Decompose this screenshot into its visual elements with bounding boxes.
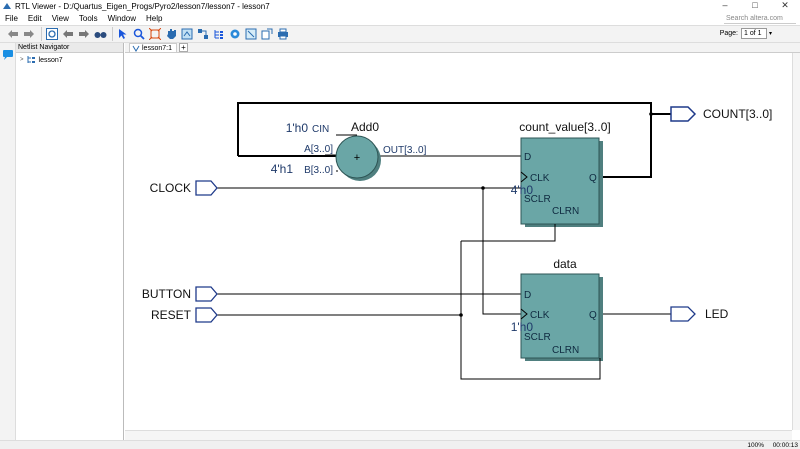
input-port-clock[interactable]: CLOCK [150, 180, 218, 196]
find-icon[interactable] [93, 27, 107, 41]
output-port-count[interactable]: COUNT[3..0] [670, 106, 772, 122]
register-count-q: Q [589, 173, 597, 184]
adder-cin-const: 1'h0 [286, 121, 309, 135]
horizontal-scrollbar[interactable] [125, 430, 792, 440]
minimize-button[interactable]: – [722, 0, 728, 10]
hand-pan-icon[interactable] [164, 27, 178, 41]
schematic-tab-icon [132, 45, 140, 52]
adder-name: Add0 [351, 120, 379, 134]
settings-icon[interactable] [228, 27, 242, 41]
page-select[interactable]: 1 of 1 [740, 28, 767, 39]
filter-icon[interactable] [244, 27, 258, 41]
menu-bar: File Edit View Tools Window Help Search … [0, 12, 800, 25]
register-count-clrn: CLRN [552, 206, 579, 217]
input-port-button[interactable]: BUTTON [142, 286, 218, 302]
status-time: 00:00:13 [772, 442, 798, 449]
register-data-sclr: SCLR [524, 332, 551, 343]
hierarchy-node-icon [27, 56, 35, 63]
back-history-icon[interactable] [6, 27, 20, 41]
adder-cin-port: CIN [312, 124, 329, 135]
add-tab-button[interactable]: + [178, 43, 188, 52]
vertical-scrollbar[interactable] [792, 53, 800, 430]
register-count-sclr: SCLR [524, 194, 551, 205]
print-icon[interactable] [276, 27, 290, 41]
adder-add0[interactable]: + Add0 1'h0 CIN A[3..0] 4'h1 B[3..0] OUT… [271, 120, 427, 181]
forward-icon[interactable] [77, 27, 91, 41]
status-zoom: 100% [747, 442, 764, 449]
adder-a-port: A[3..0] [304, 144, 333, 155]
zoom-icon[interactable] [132, 27, 146, 41]
input-label-reset: RESET [151, 308, 192, 322]
navigator-header: Netlist Navigator [16, 43, 123, 53]
tab-bar: lesson7:1 + [125, 43, 800, 53]
export-icon[interactable] [260, 27, 274, 41]
adder-b-const: 4'h1 [271, 162, 294, 176]
select-pointer-icon[interactable] [116, 27, 130, 41]
page-label: Page: [719, 30, 738, 37]
input-port-reset[interactable]: RESET [151, 307, 218, 323]
back-icon[interactable] [61, 27, 75, 41]
register-data-q: Q [589, 310, 597, 321]
chevron-right-icon[interactable]: > [20, 57, 24, 63]
tree-item-lesson7[interactable]: > lesson7 [16, 53, 123, 64]
register-data-clk: CLK [530, 310, 550, 321]
menu-window[interactable]: Window [107, 14, 137, 23]
register-count-d: D [524, 152, 531, 163]
adder-out-port: OUT[3..0] [383, 145, 427, 156]
chevron-down-icon[interactable]: ▾ [768, 31, 772, 37]
search-input[interactable]: Search altera.com [724, 13, 796, 24]
window-title: RTL Viewer - D:/Quartus_Eigen_Progs/Pyro… [15, 1, 270, 11]
title-bar: RTL Viewer - D:/Quartus_Eigen_Progs/Pyro… [0, 0, 800, 12]
toolbar: Page: 1 of 1 ▾ [0, 25, 800, 43]
register-count-sclr-const: 4'h0 [511, 183, 534, 197]
menu-help[interactable]: Help [146, 14, 163, 23]
register-data-clrn: CLRN [552, 345, 579, 356]
hierarchy-up-icon[interactable] [180, 27, 194, 41]
output-label-led: LED [705, 307, 729, 321]
input-label-clock: CLOCK [150, 181, 191, 195]
menu-edit[interactable]: Edit [27, 14, 42, 23]
tab-label: lesson7:1 [142, 45, 172, 52]
input-label-button: BUTTON [142, 287, 191, 301]
register-count-clk: CLK [530, 173, 550, 184]
output-label-count: COUNT[3..0] [703, 107, 772, 121]
menu-view[interactable]: View [51, 14, 69, 23]
adder-plus-symbol: + [354, 152, 360, 164]
adder-b-port: B[3..0] [304, 165, 333, 176]
schematic-svg: CLOCK BUTTON RESET COUNT[3..0] LED + Add… [142, 102, 772, 380]
chat-bubble-icon[interactable] [2, 49, 14, 61]
page-value: 1 of 1 [743, 30, 762, 37]
output-port-led[interactable]: LED [670, 306, 729, 322]
page-control: Page: 1 of 1 ▾ [720, 28, 772, 39]
hierarchy-list-icon[interactable] [212, 27, 226, 41]
register-count-value[interactable]: count_value[3..0] D CLK Q SCLR CLRN 4'h0 [511, 120, 611, 227]
netlist-icon[interactable] [196, 27, 210, 41]
tree-item-label: lesson7 [38, 56, 63, 64]
netlist-navigator-panel: Netlist Navigator > lesson7 [16, 43, 124, 440]
register-data-d: D [524, 290, 531, 301]
register-data[interactable]: data D CLK Q SCLR CLRN 1'h0 [511, 257, 603, 361]
menu-file[interactable]: File [5, 14, 18, 23]
rtl-viewer-icon [3, 3, 11, 9]
tab-lesson7-1[interactable]: lesson7:1 [129, 43, 177, 52]
schematic-canvas[interactable]: CLOCK BUTTON RESET COUNT[3..0] LED + Add… [125, 53, 792, 430]
fit-window-icon[interactable] [148, 27, 162, 41]
menu-tools[interactable]: Tools [78, 14, 98, 23]
left-strip [0, 43, 16, 440]
forward-history-icon[interactable] [22, 27, 36, 41]
close-button[interactable]: ✕ [781, 0, 789, 10]
register-data-sclr-const: 1'h0 [511, 320, 534, 334]
register-data-name: data [553, 257, 577, 271]
status-bar: 100% 00:00:13 [0, 440, 800, 449]
maximize-button[interactable]: □ [752, 0, 758, 10]
register-count-name: count_value[3..0] [519, 120, 610, 134]
refresh-icon[interactable] [45, 27, 59, 41]
